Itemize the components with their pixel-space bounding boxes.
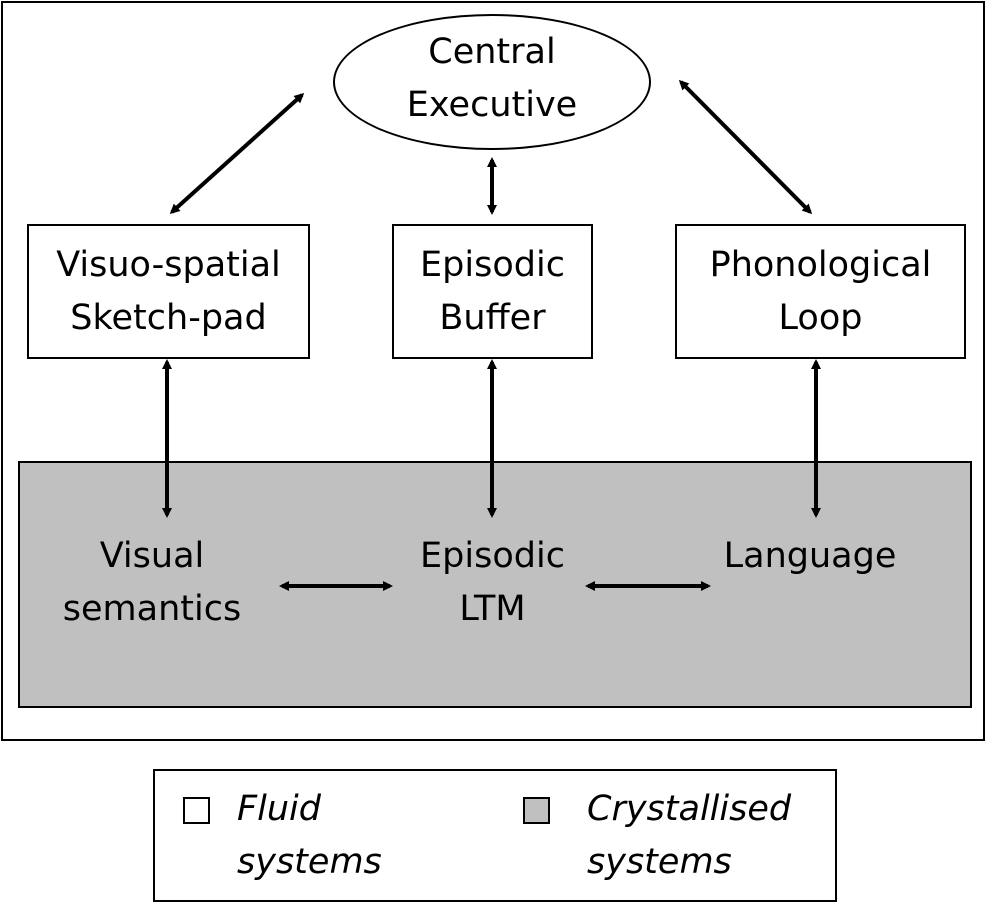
arrow-executive-visuospatial <box>169 92 305 215</box>
fluid-swatch <box>183 797 210 824</box>
fluid-legend-label: Fluid systems <box>237 789 382 882</box>
episodic-buffer-label: Episodic Buffer <box>420 244 565 338</box>
episodic-ltm-label: Episodic LTM <box>420 536 565 629</box>
diagram-frame <box>1 1 985 741</box>
visuo-spatial-sketchpad-node: Visuo-spatial Sketch-pad <box>27 224 310 359</box>
crystallised-swatch <box>523 797 550 824</box>
crystallised-legend-label: Crystallised systems <box>587 789 792 882</box>
central-executive-node <box>333 14 651 150</box>
episodic-buffer-node: Episodic Buffer <box>392 224 593 359</box>
phonological-loop-node: Phonological Loop <box>675 224 966 359</box>
arrow-executive-phonological <box>678 79 813 215</box>
visuo-spatial-sketchpad-label: Visuo-spatial Sketch-pad <box>56 244 281 338</box>
phonological-loop-label: Phonological Loop <box>709 244 932 338</box>
visual-semantics-label: Visual semantics <box>62 536 242 629</box>
legend: Fluid systems Crystallised systems <box>153 769 837 902</box>
language-label: Language <box>723 536 897 576</box>
central-executive-label: Central Executive <box>406 32 578 125</box>
